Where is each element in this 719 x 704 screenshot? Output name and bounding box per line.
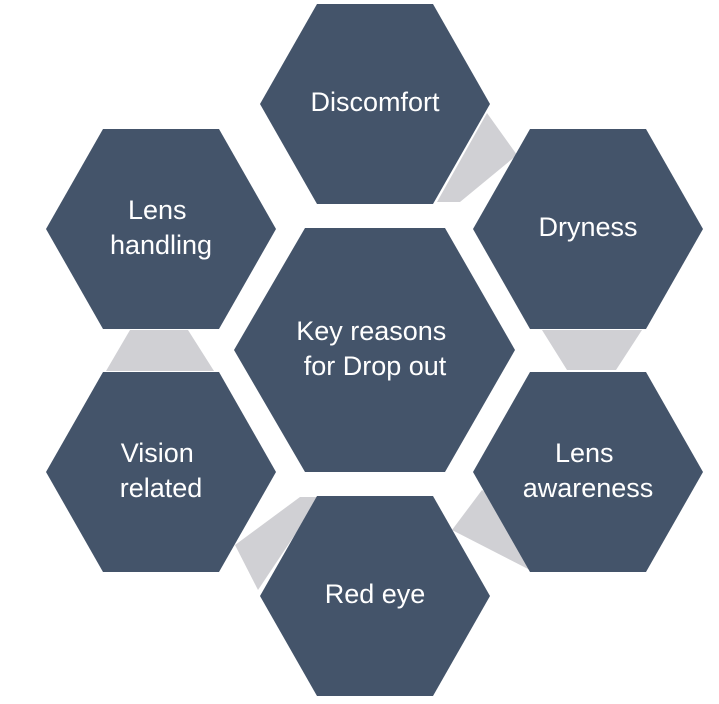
connector-red-eye-vision-related [235,497,320,590]
labels: Key reasons for Drop out Discomfort Dryn… [110,87,653,609]
lens-handling-label-line-1: Lens [128,195,187,225]
dryness-label: Dryness [538,212,637,242]
hexagon-discomfort [260,4,490,204]
red-eye-label: Red eye [325,579,426,609]
connector-discomfort-dryness [437,113,517,202]
hexagon-center [234,228,515,472]
lens-handling-label: Lens handling [110,195,212,260]
vision-related-label: Vision related [120,438,203,503]
lens-awareness-label-line-1: Lens [555,438,614,468]
hexagon-dryness [473,129,703,329]
lens-awareness-label-line-2: awareness [523,473,654,503]
hexagon-lens-handling [46,129,276,329]
vision-related-label-line-2: related [120,473,203,503]
lens-handling-label-line-2: handling [110,230,212,260]
connector-dryness-lens-awareness [542,330,642,370]
vision-related-label-line-1: Vision [121,438,194,468]
hexagon-vision-related [46,372,276,572]
discomfort-label-line-1: Discomfort [310,87,440,117]
hexagon-red-eye [260,496,490,696]
center-label-line-1: Key reasons [296,316,446,346]
connector-vision-related-lens-handling [106,330,214,371]
center-label-line-2: for Drop out [304,351,447,381]
dryness-label-line-1: Dryness [538,212,637,242]
hexagons [46,4,703,696]
red-eye-label-line-1: Red eye [325,579,426,609]
discomfort-label: Discomfort [310,87,440,117]
hexagon-lens-awareness [473,372,703,572]
lens-awareness-label: Lens awareness [523,438,654,503]
center-label: Key reasons for Drop out [296,316,454,381]
connectors [106,113,642,590]
connector-lens-awareness-red-eye [452,490,530,570]
